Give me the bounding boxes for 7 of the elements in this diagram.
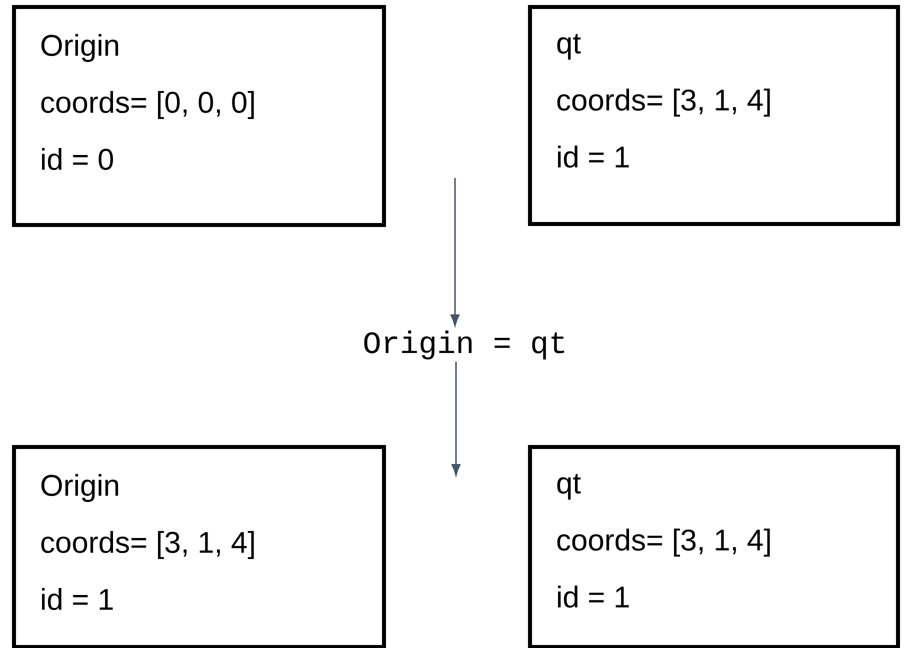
text-box: Origin coords= [3, 1, 4] id = 1: [12, 445, 386, 648]
arrow: [450, 178, 460, 326]
text-box: Origin coords= [0, 0, 0] id = 0: [12, 5, 386, 227]
arrow: [452, 362, 460, 476]
text-box: qt coords= [3, 1, 4] id = 1: [528, 5, 900, 226]
text-box: qt coords= [3, 1, 4] id = 1: [528, 445, 900, 648]
code-text: Origin = qt: [364, 330, 564, 360]
